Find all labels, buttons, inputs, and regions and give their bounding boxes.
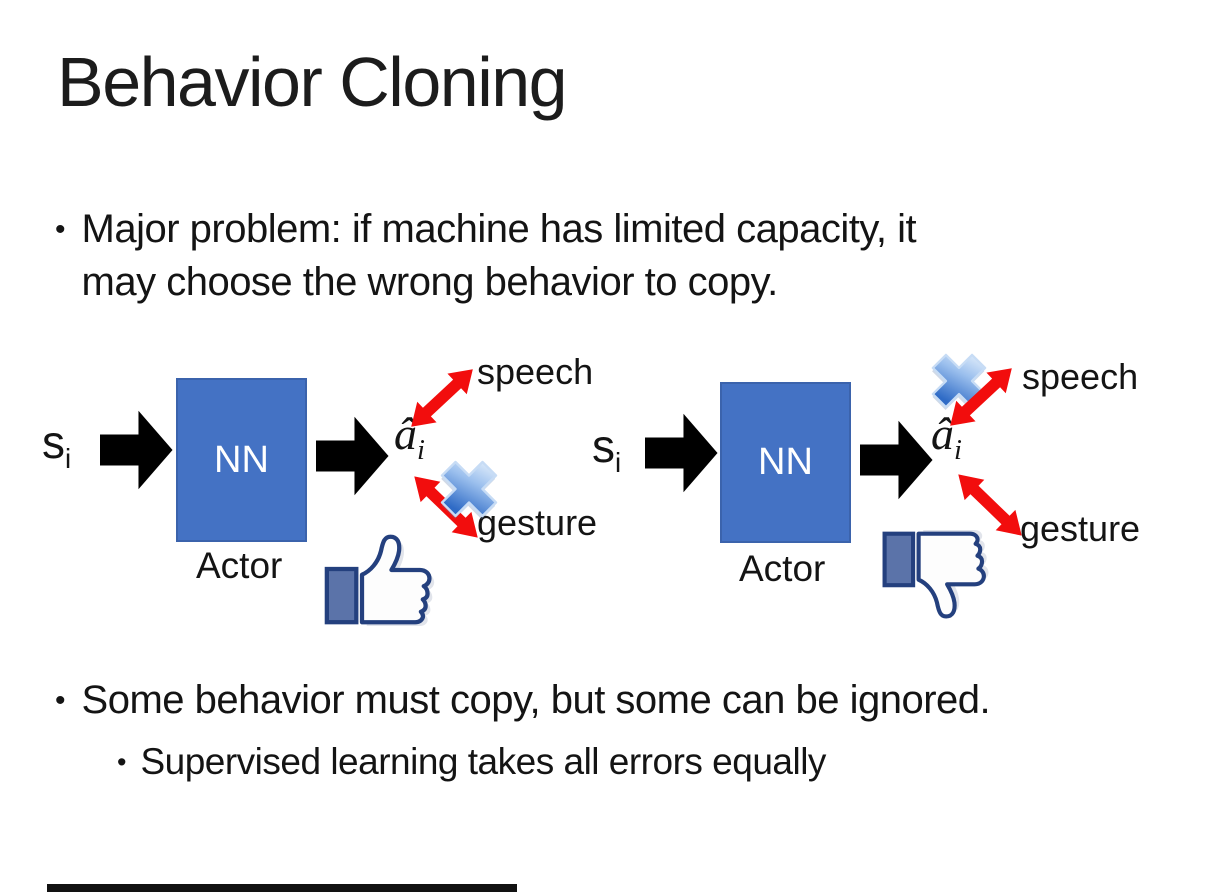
actor-label: Actor <box>196 545 283 586</box>
diagram-left-good-copy: si NN âi speech gesture Actor <box>30 345 640 645</box>
input-state-label: si <box>592 420 622 479</box>
bullet-supervised-learning: • Supervised learning takes all errors e… <box>117 737 826 787</box>
output-action-label: âi <box>394 408 425 467</box>
thumbs-down-icon <box>880 525 994 627</box>
red-double-arrow-speech-icon <box>400 358 483 439</box>
blue-cross-icon <box>438 458 500 520</box>
output-action-label: âi <box>931 408 962 467</box>
actor-label: Actor <box>739 548 826 589</box>
clipped-text-bar <box>47 884 517 892</box>
bullet-line: Some behavior must copy, but some can be… <box>81 678 991 722</box>
gesture-label: gesture <box>1020 508 1141 549</box>
nn-box: NN <box>720 382 851 543</box>
flow-arrow-icon <box>645 411 719 495</box>
nn-label: NN <box>758 441 813 483</box>
flow-arrow-icon <box>860 418 934 502</box>
diagram-right-wrong-copy: si NN âi speech gesture Actor <box>575 345 1185 645</box>
bullet-marker: • <box>55 684 66 717</box>
flow-arrow-icon <box>316 414 390 498</box>
speech-label: speech <box>477 351 594 392</box>
page-title: Behavior Cloning <box>57 43 568 121</box>
bullet-line-1: Major problem: if machine has limited ca… <box>81 207 917 251</box>
thumbs-up-icon <box>322 531 440 626</box>
gesture-label: gesture <box>477 502 598 543</box>
speech-label: speech <box>1022 356 1139 397</box>
bullet-major-problem: • Major problem: if machine has limited … <box>55 203 917 309</box>
nn-box: NN <box>176 378 307 542</box>
bullet-some-behavior: • Some behavior must copy, but some can … <box>55 674 991 727</box>
nn-label: NN <box>214 438 269 481</box>
flow-arrow-icon <box>100 408 174 492</box>
bullet-line: Supervised learning takes all errors equ… <box>140 741 826 782</box>
bullet-marker: • <box>55 213 66 246</box>
input-state-label: si <box>42 416 72 475</box>
bullet-line-2: may choose the wrong behavior to copy. <box>81 260 779 304</box>
bullet-marker: • <box>117 747 127 777</box>
